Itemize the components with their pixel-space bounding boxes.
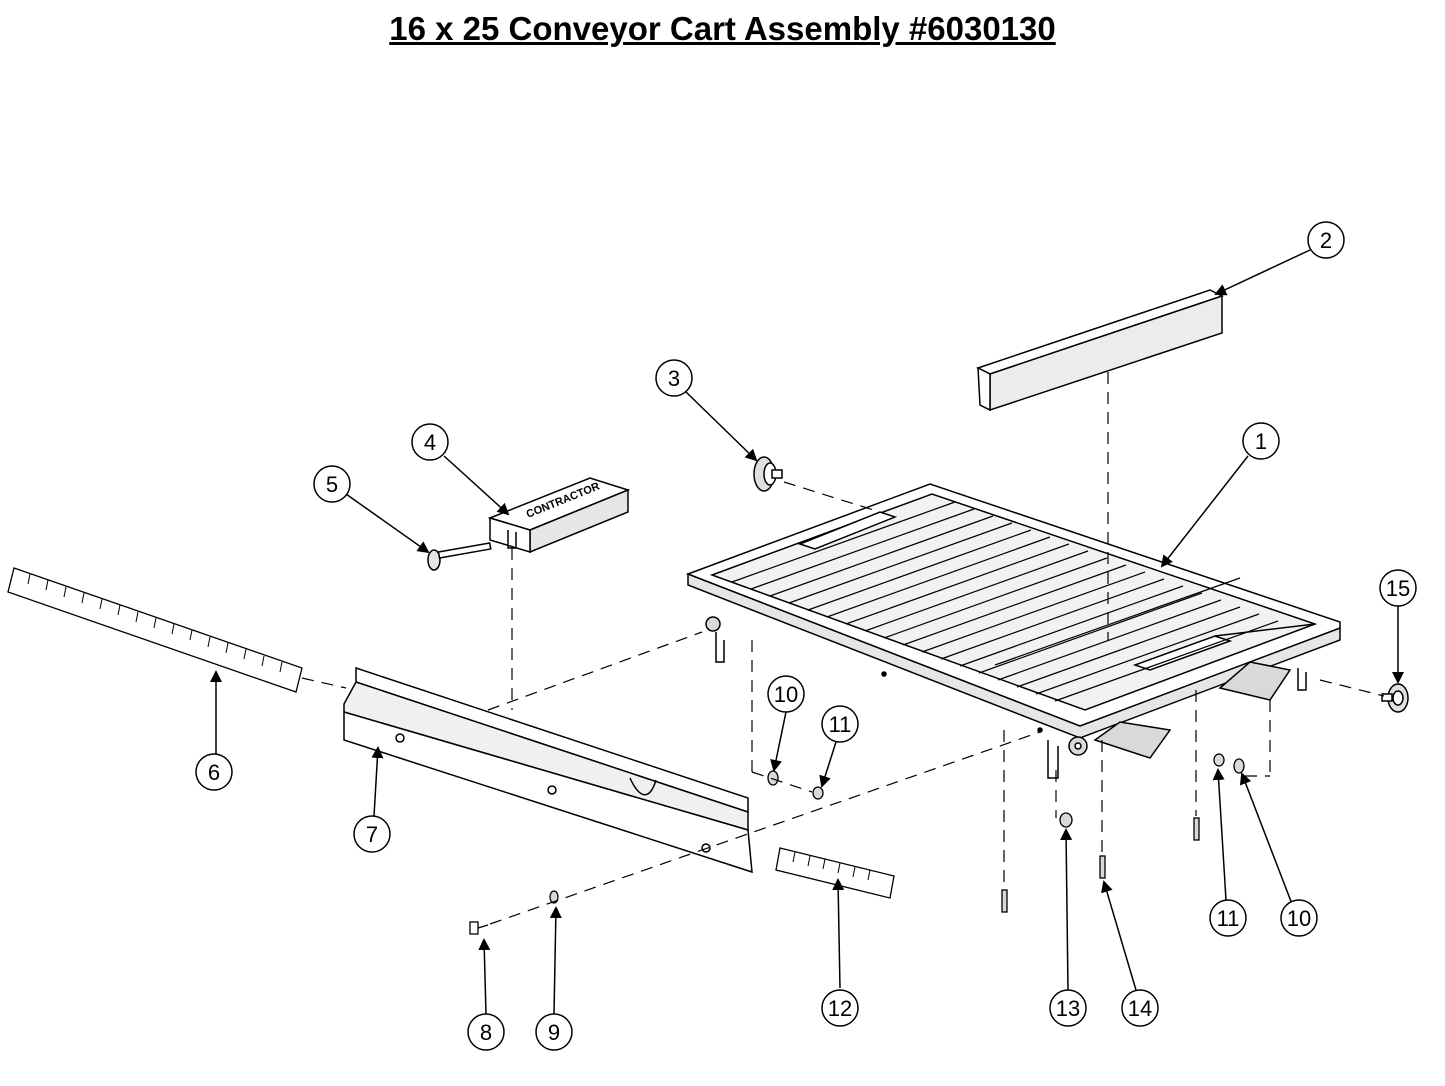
callout-10-left: 10 <box>767 675 805 713</box>
svg-text:11: 11 <box>1217 906 1240 931</box>
measuring-scale-left <box>7 567 303 693</box>
measuring-scale-right <box>775 847 895 899</box>
callout-11-left: 11 <box>821 705 859 743</box>
lock-washer-10a <box>767 770 779 786</box>
callout-7: 7 <box>353 815 391 853</box>
stop-block: CONTRACTOR <box>487 477 631 554</box>
svg-text:7: 7 <box>366 822 378 847</box>
callout-4: 4 <box>411 423 449 461</box>
svg-text:4: 4 <box>424 430 436 455</box>
lock-washer-10b <box>1233 758 1245 774</box>
table-slats <box>731 501 1279 702</box>
callout-14: 14 <box>1121 989 1159 1027</box>
callout-9: 9 <box>535 1013 573 1051</box>
callout-6: 6 <box>195 753 233 791</box>
callout-8: 8 <box>467 1013 505 1051</box>
svg-text:2: 2 <box>1320 228 1332 253</box>
wheel-part <box>753 456 783 492</box>
screw-right <box>1193 817 1200 841</box>
svg-text:8: 8 <box>480 1020 492 1045</box>
callout-2: 2 <box>1307 221 1345 259</box>
wheel-right <box>1381 683 1409 713</box>
svg-text:11: 11 <box>829 712 852 737</box>
conveyor-cart-table <box>685 483 1341 779</box>
svg-text:5: 5 <box>326 472 338 497</box>
svg-text:15: 15 <box>1386 576 1410 601</box>
svg-text:6: 6 <box>208 760 220 785</box>
callout-bubbles: 1 2 3 4 5 6 7 8 9 10 11 11 10 12 13 14 1… <box>195 221 1417 1051</box>
svg-text:14: 14 <box>1128 996 1152 1021</box>
washer-9 <box>549 890 559 904</box>
thumb-screw <box>427 542 492 571</box>
leader-lines <box>210 249 1404 1015</box>
nut-11a <box>812 786 824 800</box>
svg-text:1: 1 <box>1255 429 1267 454</box>
nut-13 <box>1059 812 1073 828</box>
callout-5: 5 <box>313 465 351 503</box>
callout-3: 3 <box>655 359 693 397</box>
svg-text:9: 9 <box>548 1020 560 1045</box>
callout-15: 15 <box>1379 569 1417 607</box>
assembly-guide-lines <box>301 372 1385 925</box>
svg-text:10: 10 <box>774 682 798 707</box>
wood-block <box>976 289 1224 412</box>
bolt-8 <box>469 921 489 935</box>
svg-text:10: 10 <box>1287 906 1311 931</box>
side-rail <box>343 666 753 874</box>
callout-13: 13 <box>1049 989 1087 1027</box>
screw-14 <box>1099 855 1106 879</box>
diagram-title: 16 x 25 Conveyor Cart Assembly #6030130 <box>389 10 1056 47</box>
callout-11-right: 11 <box>1209 899 1247 937</box>
hardware-parts <box>469 753 1245 935</box>
screw-left <box>1001 889 1008 913</box>
nut-11b <box>1213 753 1225 767</box>
callout-1: 1 <box>1242 422 1280 460</box>
svg-text:3: 3 <box>668 366 680 391</box>
callout-12: 12 <box>821 989 859 1027</box>
svg-text:13: 13 <box>1056 996 1080 1021</box>
callout-10-right: 10 <box>1280 899 1318 937</box>
svg-text:12: 12 <box>828 996 852 1021</box>
